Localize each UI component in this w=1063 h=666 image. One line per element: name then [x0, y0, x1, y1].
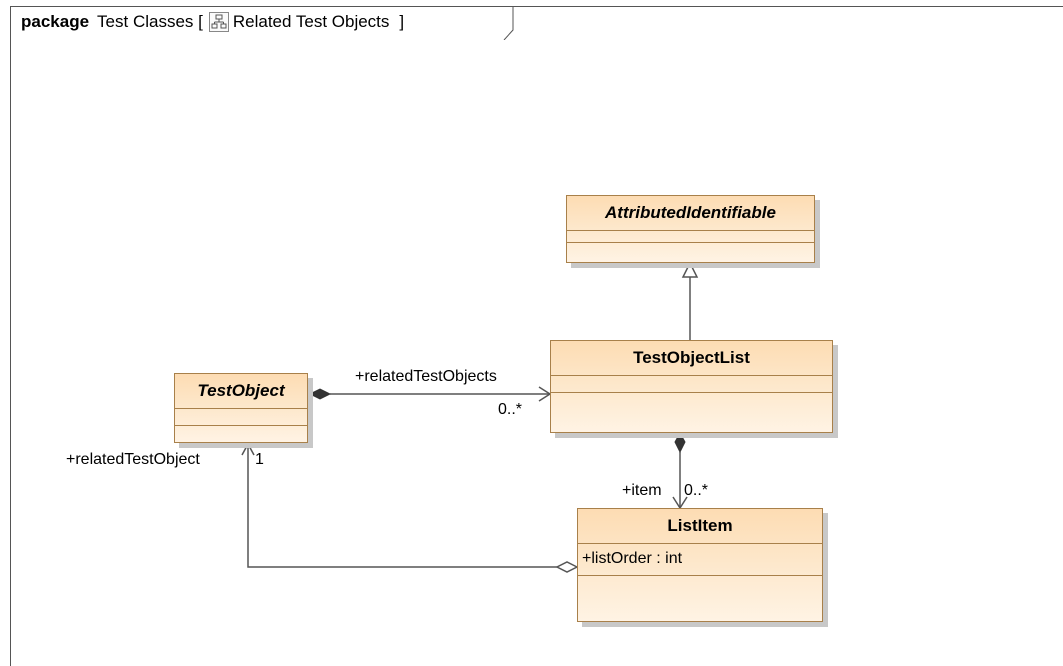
multiplicity-item: 0..*: [684, 482, 709, 499]
class-name: ListItem: [578, 509, 822, 544]
operations-compartment: [551, 393, 832, 432]
class-attributed-identifiable[interactable]: AttributedIdentifiable: [566, 195, 815, 263]
composition-diamond: [674, 431, 686, 454]
class-list-item[interactable]: ListItem +listOrder : int: [577, 508, 823, 622]
class-test-object-list[interactable]: TestObjectList: [550, 340, 833, 433]
package-frame: [10, 6, 1063, 666]
attributes-compartment: [551, 376, 832, 393]
multiplicity-related-test-object: 1: [255, 451, 264, 468]
package-close-bracket: ]: [399, 12, 405, 31]
composition-edge-related-test-objects: [308, 386, 552, 402]
package-name: Test Classes [: [97, 12, 203, 31]
generalization-arrowhead: [681, 261, 699, 278]
class-name: TestObject: [175, 374, 307, 409]
attributes-compartment: [567, 231, 814, 243]
role-related-test-object: +relatedTestObject: [66, 451, 200, 468]
role-item: +item: [622, 482, 662, 499]
operations-compartment: [567, 243, 814, 262]
package-keyword: package: [21, 12, 90, 31]
multiplicity-related-test-objects: 0..*: [498, 401, 523, 418]
role-related-test-objects: +relatedTestObjects: [355, 368, 497, 385]
operations-compartment: [578, 576, 822, 621]
operations-compartment: [175, 426, 307, 442]
diagram-name: Related Test Objects: [232, 12, 390, 31]
class-name: TestObjectList: [551, 341, 832, 376]
class-name: AttributedIdentifiable: [567, 196, 814, 231]
attributes-compartment: [175, 409, 307, 426]
attributes-compartment: +listOrder : int: [578, 544, 822, 576]
aggregation-edge-related-test-object: [241, 442, 579, 573]
class-diagram-icon: [208, 12, 229, 32]
navigability-arrow: [241, 442, 255, 456]
generalization-edge: [681, 261, 699, 340]
composition-diamond: [308, 388, 332, 400]
attribute-list-order: +listOrder : int: [582, 550, 683, 567]
class-test-object[interactable]: TestObject: [174, 373, 308, 443]
aggregation-diamond: [555, 561, 579, 573]
